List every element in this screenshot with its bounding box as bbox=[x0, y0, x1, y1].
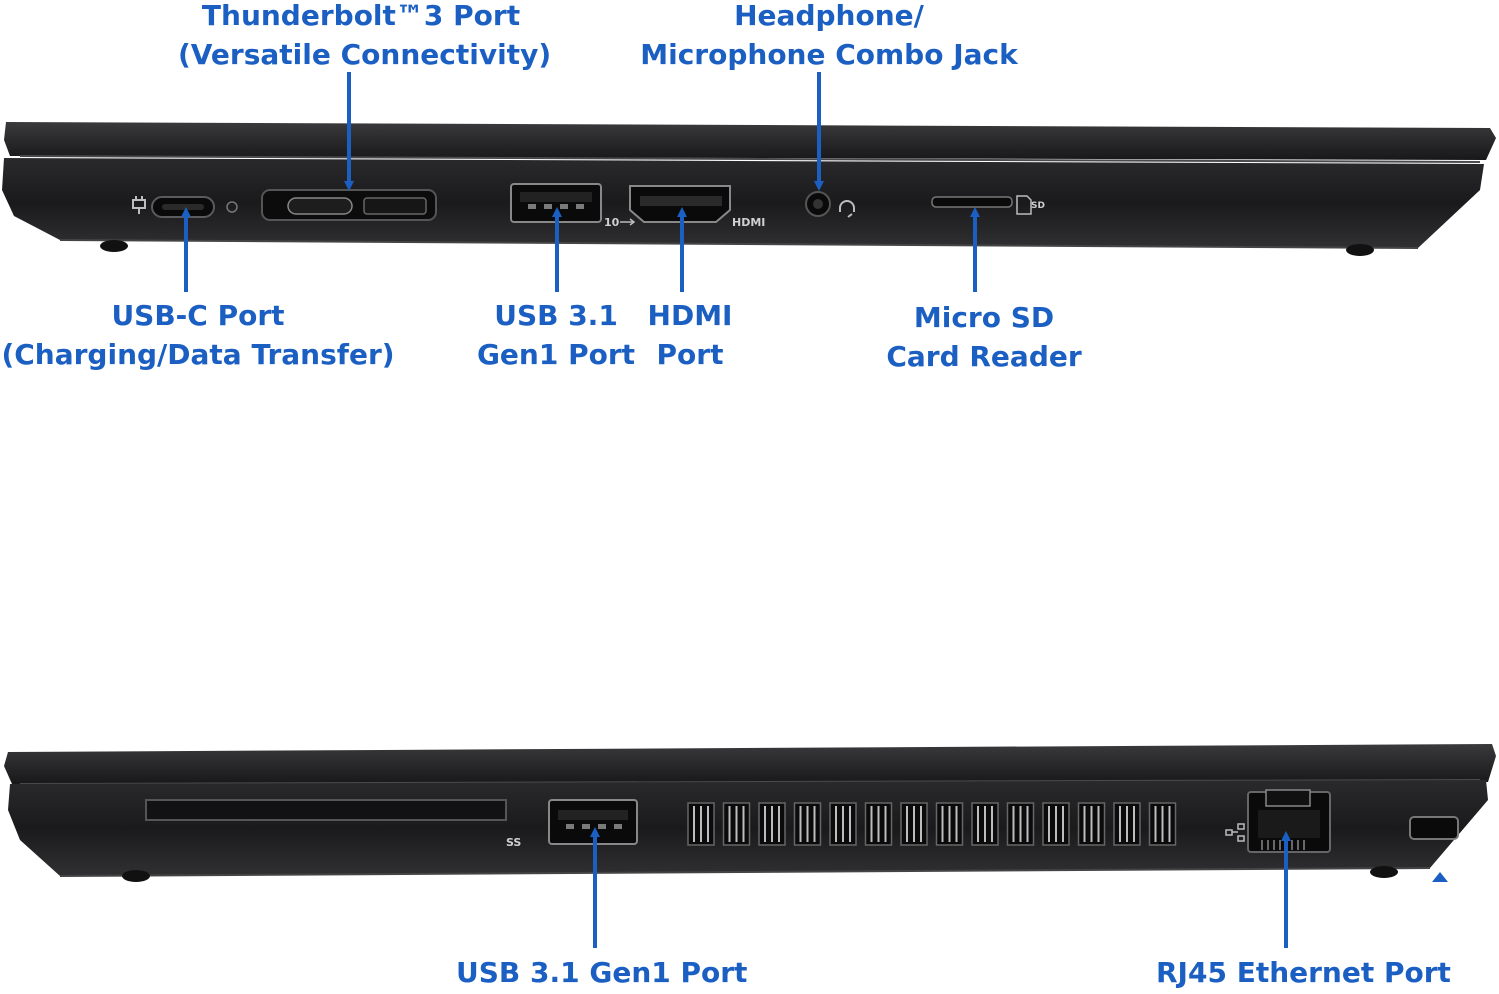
foot bbox=[100, 240, 128, 252]
label-headphone: Headphone/ Microphone Combo Jack bbox=[640, 0, 1018, 71]
usb-icon bbox=[620, 218, 636, 226]
foot bbox=[1370, 866, 1398, 878]
label-usb31-bottom: USB 3.1 Gen1 Port bbox=[456, 956, 748, 989]
label-hdmi: HDMI Port bbox=[647, 299, 733, 371]
smartcard-slot bbox=[145, 799, 507, 821]
base-body bbox=[2, 158, 1484, 248]
label-microsd: Micro SD Card Reader bbox=[886, 301, 1082, 373]
usb-speed-marking: 10 bbox=[604, 216, 620, 229]
hdmi-marking: HDMI bbox=[732, 216, 765, 229]
led-indicator bbox=[226, 201, 238, 213]
power-plug-icon bbox=[132, 196, 146, 214]
foot bbox=[122, 870, 150, 882]
callout-arrows-top bbox=[181, 72, 980, 292]
laptop-left-side: 10 HDMI SD bbox=[2, 122, 1496, 256]
label-thunderbolt: Thunderbolt™3 Port (Versatile Connectivi… bbox=[178, 0, 552, 71]
label-usbc: USB-C Port (Charging/Data Transfer) bbox=[1, 299, 395, 371]
foot bbox=[1346, 244, 1374, 256]
lid-seam bbox=[19, 155, 1481, 163]
callout-arrows-bottom bbox=[590, 827, 1291, 948]
security-lock-slot bbox=[1409, 816, 1459, 840]
label-usb31: USB 3.1 Gen1 Port bbox=[476, 299, 636, 371]
lid-top bbox=[4, 122, 1496, 160]
microsd-slot bbox=[931, 196, 1013, 208]
lock-marker-icon bbox=[1432, 872, 1448, 882]
network-icon bbox=[1225, 823, 1245, 842]
headset-icon bbox=[839, 200, 855, 218]
label-rj45: RJ45 Ethernet Port bbox=[1156, 956, 1451, 989]
lid-top bbox=[4, 744, 1496, 784]
sd-card-icon bbox=[1016, 195, 1032, 215]
usb-ss-marking: SS bbox=[506, 836, 521, 849]
laptop-right-side: SS bbox=[4, 744, 1496, 882]
sd-marking: SD bbox=[1031, 201, 1045, 211]
cooling-vents bbox=[687, 802, 1177, 846]
